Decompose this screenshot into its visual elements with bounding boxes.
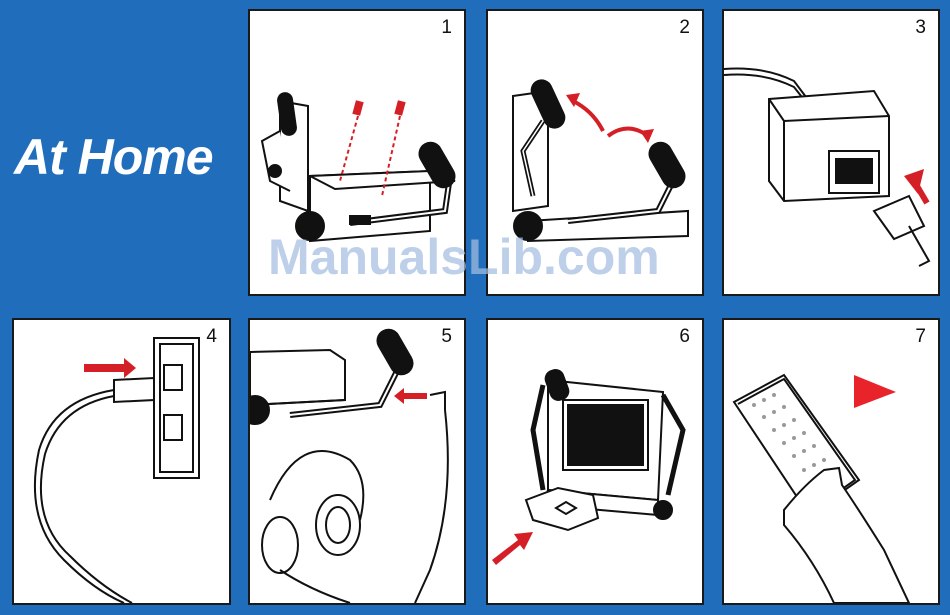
wall-outlet-illustration (14, 320, 229, 603)
fold-handles-illustration (488, 11, 702, 294)
step-number: 5 (441, 326, 452, 348)
step-number: 6 (679, 326, 690, 348)
step-2-panel: 2 (486, 9, 704, 296)
insert-disc-illustration (488, 320, 702, 603)
step-number: 4 (206, 326, 217, 348)
page-heading: At Home (14, 128, 213, 186)
remote-control-illustration (724, 320, 938, 603)
headphone-jack-illustration (250, 320, 464, 603)
step-1-panel: 1 (248, 9, 466, 296)
step-number: 1 (441, 17, 452, 39)
step-7-panel: 7 (722, 318, 940, 605)
stand-screw-assembly-illustration (250, 11, 464, 294)
step-4-panel: 4 (12, 318, 231, 605)
power-adapter-illustration (724, 11, 938, 294)
step-number: 7 (915, 326, 926, 348)
step-number: 3 (915, 17, 926, 39)
step-5-panel: 5 (248, 318, 466, 605)
step-6-panel: 6 (486, 318, 704, 605)
step-number: 2 (679, 17, 690, 39)
step-3-panel: 3 (722, 9, 940, 296)
